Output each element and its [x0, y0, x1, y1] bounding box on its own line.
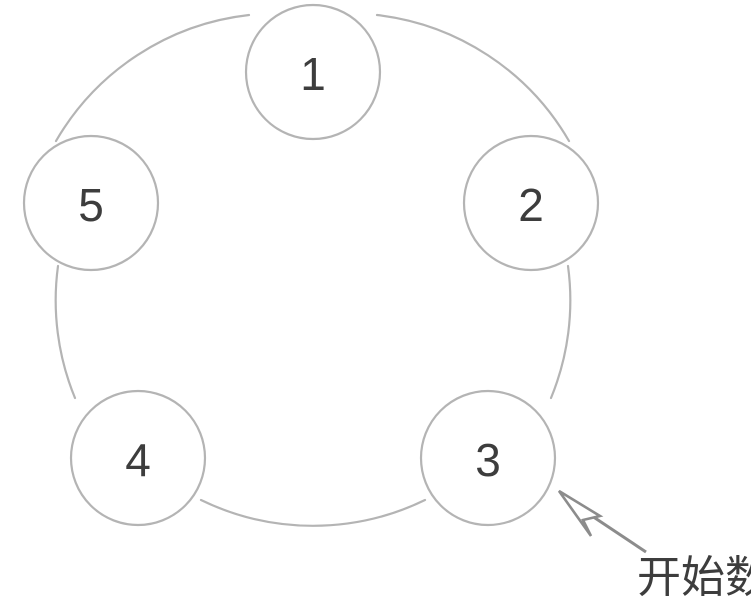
node-group-4[interactable]: 4 — [69, 389, 207, 527]
node-label-3: 3 — [475, 434, 501, 486]
node-label-4: 4 — [125, 434, 151, 486]
node-circle-1[interactable] — [244, 3, 382, 141]
ring-arcs — [54, 13, 572, 527]
pointer-shaft — [591, 514, 647, 554]
ring-arc-4-to-5 — [54, 264, 77, 400]
node-circle-2[interactable] — [462, 134, 600, 272]
node-circle-5[interactable] — [22, 134, 160, 272]
node-label-5: 5 — [78, 179, 104, 231]
node-group-1[interactable]: 1 — [244, 3, 382, 141]
node-label-1: 1 — [300, 48, 326, 100]
node-group-2[interactable]: 2 — [462, 134, 600, 272]
node-circle-4[interactable] — [69, 389, 207, 527]
annotation-label: 开始数 — [637, 552, 751, 603]
ring-arc-5-to-1 — [54, 13, 251, 143]
node-circle-3[interactable] — [419, 389, 557, 527]
ring-arc-2-to-3 — [549, 264, 572, 400]
ring-arc-1-to-2 — [375, 13, 571, 143]
ring-arc-3-to-4 — [199, 498, 427, 527]
node-group-3[interactable]: 3 — [419, 389, 557, 527]
node-label-2: 2 — [518, 179, 544, 231]
arrow-head-icon — [557, 489, 604, 537]
annotation-pointer-arrow-icon — [557, 489, 647, 554]
node-group-5[interactable]: 5 — [22, 134, 160, 272]
